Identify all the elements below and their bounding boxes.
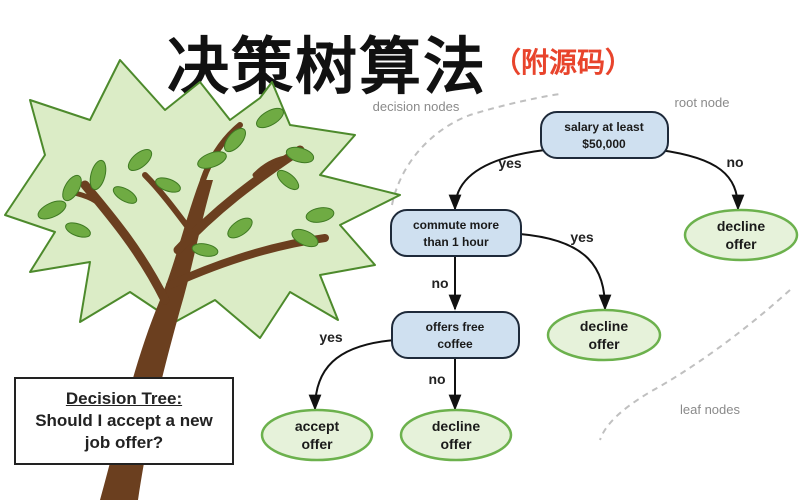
accept-line2: offer	[301, 436, 333, 452]
edge-root-to-commute	[448, 149, 546, 211]
tree-leaves	[37, 107, 335, 257]
edge-label-coffee-yes: yes	[319, 329, 343, 345]
coffee-node: offers free coffee	[391, 311, 520, 359]
edge-label-commute-no: no	[431, 275, 448, 291]
title-main: 决策树算法	[166, 30, 487, 103]
edge-commute-to-decline-middle	[519, 233, 612, 311]
coffee-node-line1: offers free	[426, 320, 485, 334]
decline-bottom-node-shape	[399, 408, 513, 462]
root-node-box	[540, 111, 669, 159]
decline-right-node-shape	[683, 208, 799, 262]
root-node-line1: salary at least	[564, 120, 643, 134]
decline-middle-node: decline offer	[546, 308, 662, 362]
edges	[308, 149, 745, 411]
caption-question-line2: job offer?	[84, 433, 164, 453]
region-label-root: root node	[675, 95, 730, 110]
commute-node-line1: commute more	[413, 218, 499, 232]
edge-label-root-yes: yes	[498, 155, 522, 171]
decline-right-line1: decline	[717, 218, 765, 234]
page-title: 决策树算法（附源码）	[0, 16, 800, 106]
decline-middle-line2: offer	[588, 336, 620, 352]
caption-heading: Decision Tree:	[65, 388, 183, 408]
commute-node-box	[390, 209, 522, 257]
decline-right-node: decline offer	[683, 208, 799, 262]
decline-bottom-line2: offer	[440, 436, 472, 452]
accept-line1: accept	[295, 418, 340, 434]
edge-coffee-to-accept	[308, 339, 396, 411]
title-subtitle: （附源码）	[493, 46, 634, 79]
region-label-decision: decision nodes	[373, 99, 460, 114]
edge-root-to-decline-right	[659, 149, 745, 211]
commute-node-line2: than 1 hour	[423, 235, 489, 249]
root-node: salary at least $50,000	[540, 111, 669, 159]
decline-bottom-node: decline offer	[399, 408, 513, 462]
leaf-region-boundary	[599, 289, 791, 441]
region-label-leaf: leaf nodes	[680, 402, 740, 417]
edge-label-root-no: no	[726, 154, 743, 170]
coffee-node-line2: coffee	[437, 337, 473, 351]
edge-label-commute-yes: yes	[570, 229, 594, 245]
decline-bottom-line1: decline	[432, 418, 480, 434]
root-node-line2: $50,000	[582, 137, 626, 151]
accept-node-shape	[260, 408, 374, 462]
edge-label-coffee-no: no	[428, 371, 445, 387]
decline-right-line2: offer	[725, 236, 757, 252]
decision-region-boundary	[391, 93, 561, 206]
caption-box: Decision Tree: Should I accept a new job…	[14, 377, 234, 465]
decline-middle-line1: decline	[580, 318, 628, 334]
coffee-node-box	[391, 311, 520, 359]
caption-question-line1: Should I accept a new	[35, 410, 213, 430]
commute-node: commute more than 1 hour	[390, 209, 522, 257]
decline-middle-node-shape	[546, 308, 662, 362]
accept-node: accept offer	[260, 408, 374, 462]
tree-branches	[67, 122, 329, 305]
